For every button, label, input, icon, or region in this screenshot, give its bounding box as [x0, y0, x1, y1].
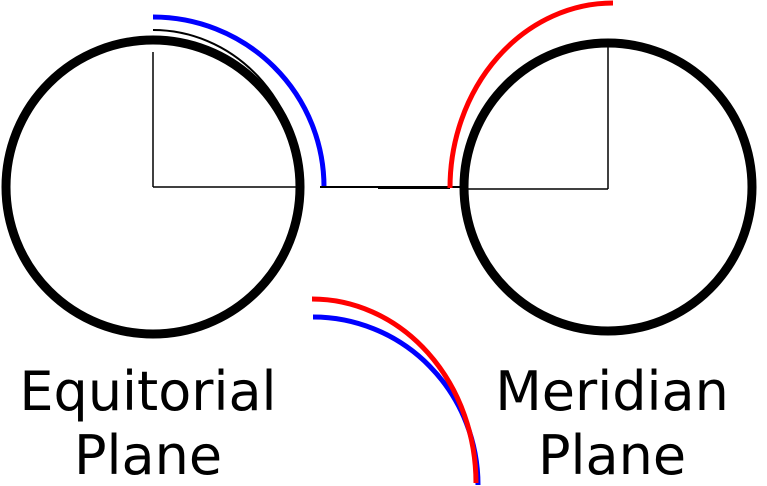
equatorial-label-line2: Plane	[74, 424, 222, 486]
equatorial-blue-arc	[152, 14, 327, 188]
meridian-plane-group	[447, 0, 757, 336]
equatorial-plane-group	[1, 14, 327, 339]
meridian-label-line1: Meridian	[495, 360, 729, 423]
equatorial-thin-arc	[152, 29, 302, 188]
combined-arcs-group	[311, 296, 481, 486]
equatorial-label-line1: Equitorial	[19, 360, 276, 423]
combined-red-arc	[311, 296, 479, 484]
meridian-label-line2: Plane	[538, 424, 686, 486]
meridian-red-arc	[447, 0, 614, 189]
combined-blue-arc	[312, 314, 481, 486]
